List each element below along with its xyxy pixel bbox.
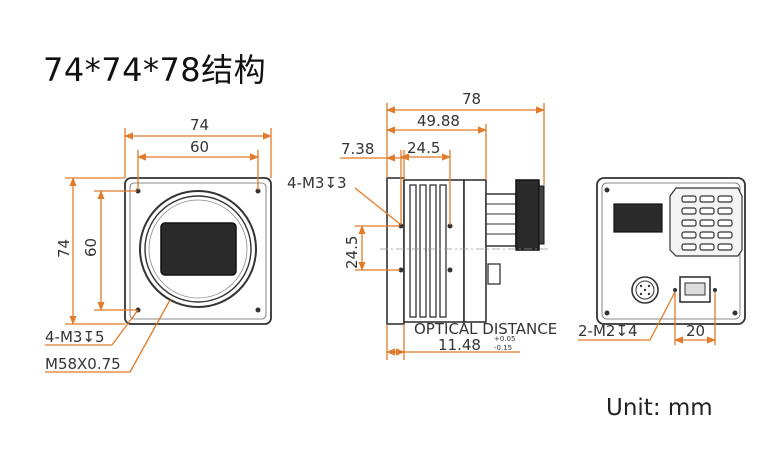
optical-distance-value: 11.48 bbox=[438, 336, 481, 354]
diagram-title: 74*74*78结构 bbox=[43, 51, 267, 89]
heat-sink bbox=[669, 187, 743, 257]
label-plate bbox=[613, 203, 663, 233]
mount-hole-tr bbox=[255, 188, 261, 194]
front-height-60: 60 bbox=[82, 238, 100, 257]
tolerance-plus: +0.05 bbox=[494, 335, 515, 343]
side-length-78: 78 bbox=[462, 90, 481, 108]
front-width-74: 74 bbox=[190, 116, 209, 134]
rear-spacing-20: 20 bbox=[686, 322, 705, 340]
optical-distance-label: OPTICAL DISTANCE bbox=[414, 320, 557, 338]
side-view: 78 49.88 7.38 24.5 24.5 4-M3↧3 OPTICAL D… bbox=[287, 90, 557, 360]
front-hole-note: 4-M3↧5 bbox=[45, 328, 105, 346]
side-length-49-88: 49.88 bbox=[417, 112, 460, 130]
front-width-60: 60 bbox=[190, 138, 209, 156]
rear-view: 20 2-M2↧4 bbox=[578, 177, 746, 345]
tolerance-minus: -0.15 bbox=[494, 344, 512, 352]
side-hole-note: 4-M3↧3 bbox=[287, 174, 347, 192]
side-offset-7-38: 7.38 bbox=[341, 140, 374, 158]
mount-hole-br bbox=[255, 307, 261, 313]
mount-note: M58X0.75 bbox=[45, 355, 121, 373]
front-view: 74 60 74 60 4-M3↧5 M58X0.75 bbox=[45, 116, 272, 373]
rear-hole-note: 2-M2↧4 bbox=[578, 322, 638, 340]
sensor bbox=[160, 222, 237, 276]
cooling-fins bbox=[409, 184, 447, 318]
rear-connector bbox=[485, 193, 517, 247]
side-hole-spacing-v: 24.5 bbox=[343, 236, 361, 269]
unit-label: Unit: mm bbox=[606, 395, 713, 421]
side-hole-spacing-h: 24.5 bbox=[407, 139, 440, 157]
front-height-74: 74 bbox=[55, 239, 73, 258]
io-port bbox=[487, 263, 501, 285]
mount-hole-tl bbox=[135, 188, 141, 194]
